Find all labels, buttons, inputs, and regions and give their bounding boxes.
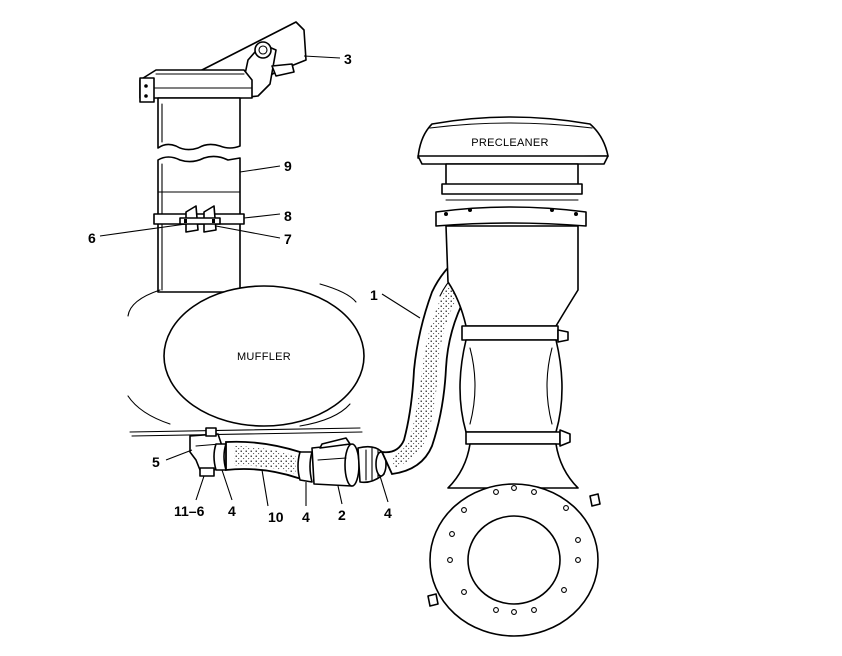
cleaner-top-flange: [435, 206, 587, 227]
callout-11-6: 11–6: [174, 503, 205, 519]
callout-5: 5: [152, 454, 160, 470]
muffler-assembly: MUFFLER: [127, 283, 365, 437]
hinge-bolt: [254, 41, 272, 59]
cleaner-housing-upper: [445, 225, 579, 327]
callout-2: 2: [338, 507, 346, 523]
callout-4-middle: 4: [302, 509, 310, 525]
hose-clamp-left: [213, 443, 227, 471]
precleaner-label: PRECLEANER: [471, 137, 549, 149]
callout-4-right: 4: [384, 505, 392, 521]
callout-6: 6: [88, 230, 96, 246]
cleaner-band-upper: [461, 325, 559, 341]
leader-lines: [99, 55, 421, 507]
exhaust-stack-assembly: [139, 21, 307, 293]
callout-7: 7: [284, 231, 292, 247]
muffler-body: [163, 285, 365, 427]
air-cleaner-assembly: PRECLEANER: [417, 116, 609, 637]
stack-upper-tube: [157, 97, 241, 151]
muffler-label: MUFFLER: [237, 351, 291, 363]
cleaner-base-opening: [467, 515, 561, 605]
callout-3: 3: [344, 51, 352, 67]
cleaner-band-lower: [465, 431, 561, 445]
exhaust-outlet-line: [189, 427, 387, 487]
callout-1: 1: [370, 287, 378, 303]
callout-4-left: 4: [228, 503, 236, 519]
callout-8: 8: [284, 208, 292, 224]
precleaner-cap: [417, 116, 609, 159]
callout-10: 10: [268, 509, 284, 525]
base-bolt-circle: [447, 485, 581, 615]
callout-9: 9: [284, 158, 292, 174]
hose-clamp-middle: [297, 451, 313, 483]
callouts: 3 9 8 7 6 1 5 11–6 4 10 4 2 4: [88, 51, 392, 525]
